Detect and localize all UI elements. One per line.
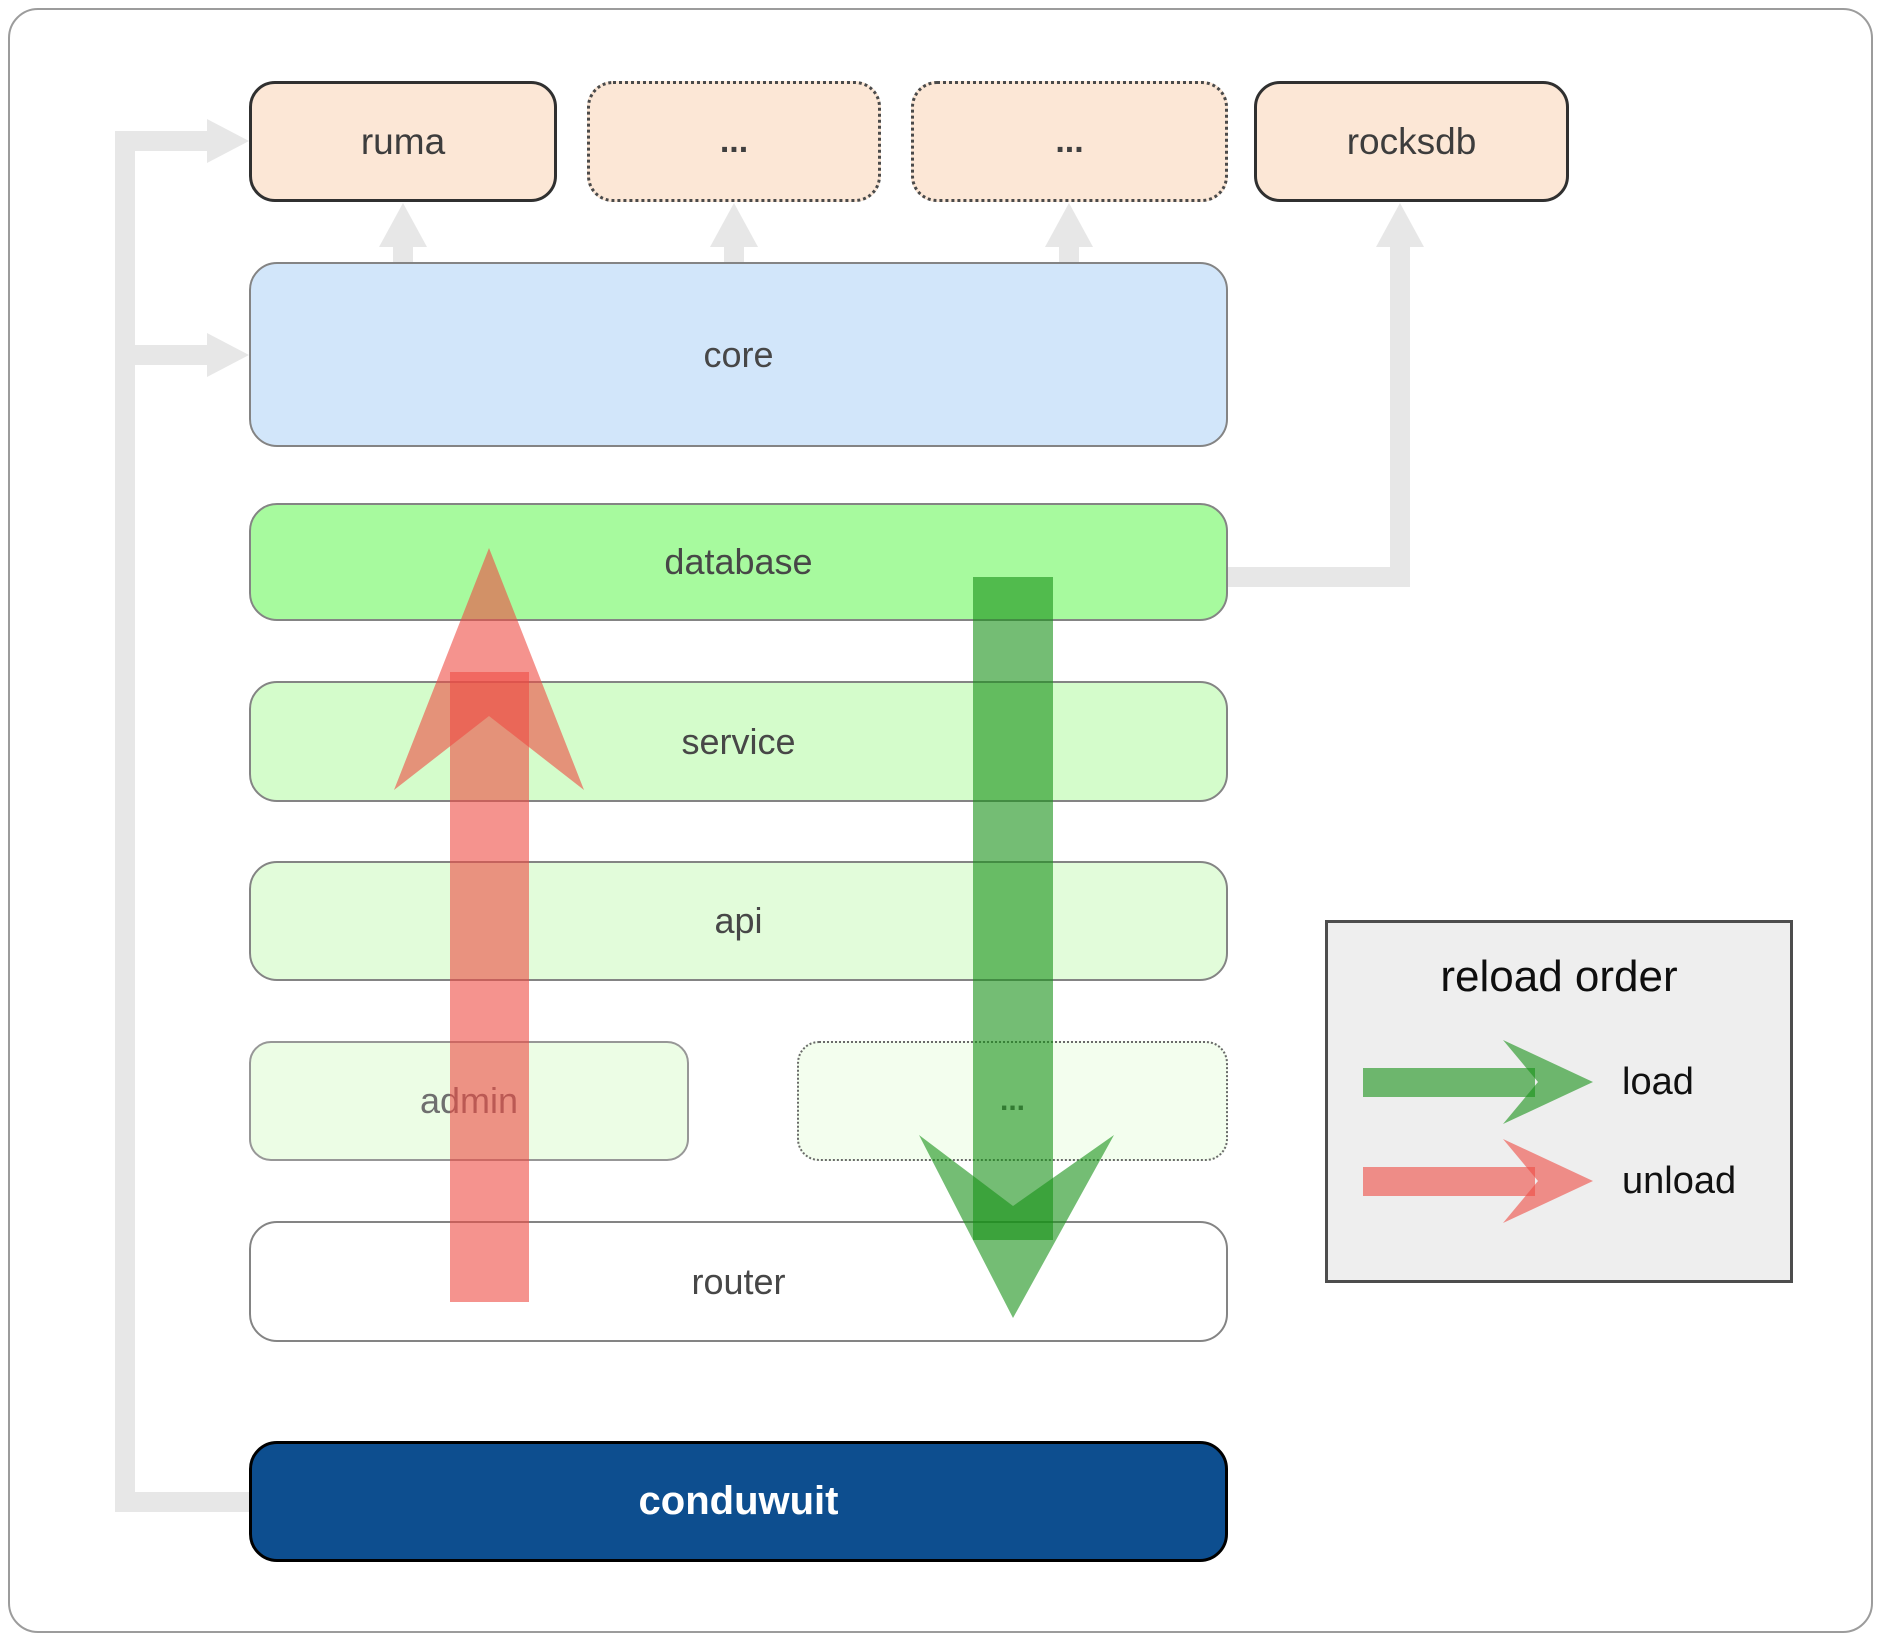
legend-title: reload order bbox=[1440, 952, 1678, 1001]
node-api: api bbox=[249, 861, 1228, 981]
node-service: service bbox=[249, 681, 1228, 802]
node-conduwuit-label: conduwuit bbox=[638, 1479, 839, 1523]
node-admin-label: admin bbox=[419, 1080, 519, 1121]
node-core: core bbox=[249, 262, 1228, 447]
node-ruma: ruma bbox=[249, 81, 557, 202]
node-admin-more-label: ... bbox=[999, 1084, 1025, 1117]
node-rocksdb-label: rocksdb bbox=[1346, 120, 1477, 162]
node-admin: admin bbox=[249, 1041, 689, 1161]
node-router: router bbox=[249, 1221, 1228, 1342]
node-database-label: database bbox=[664, 541, 813, 582]
node-rocksdb: rocksdb bbox=[1254, 81, 1569, 202]
node-deps-more-2-label: ... bbox=[1055, 122, 1084, 160]
legend-unload-label: unload bbox=[1622, 1160, 1737, 1202]
node-ruma-label: ruma bbox=[360, 120, 446, 162]
node-api-label: api bbox=[714, 900, 763, 941]
node-admin-more: ... bbox=[797, 1041, 1228, 1161]
node-conduwuit: conduwuit bbox=[249, 1441, 1228, 1562]
node-core-label: core bbox=[703, 333, 774, 375]
diagram-border bbox=[8, 8, 1873, 1633]
node-database: database bbox=[249, 503, 1228, 621]
node-deps-more-2: ... bbox=[911, 81, 1228, 202]
node-deps-more-1-label: ... bbox=[719, 122, 749, 160]
node-router-label: router bbox=[691, 1260, 786, 1302]
legend-load-label: load bbox=[1622, 1061, 1694, 1103]
node-service-label: service bbox=[681, 720, 796, 762]
node-deps-more-1: ... bbox=[587, 81, 881, 202]
